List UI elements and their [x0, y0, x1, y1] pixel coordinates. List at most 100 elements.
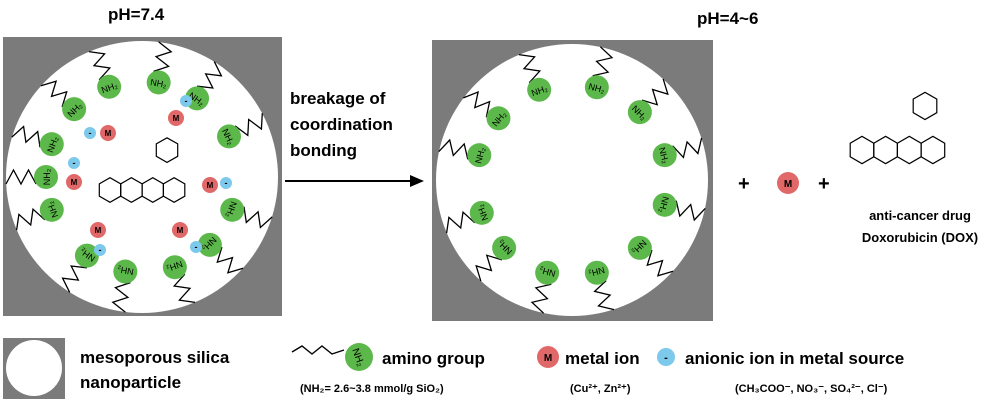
anion-symbol: -: [225, 178, 228, 188]
amino-label: NH₂: [473, 146, 487, 165]
amino-group: [197, 232, 222, 257]
silica-pore-right: [436, 44, 708, 316]
legend: mesoporous silica nanoparticle NH₂ amino…: [3, 338, 904, 399]
drug-label-line-2: Doxorubicin (DOX): [862, 230, 978, 245]
legend-silica-line-2: nanoparticle: [80, 373, 181, 392]
amino-group: [220, 197, 245, 222]
drug-label-line-1: anti-cancer drug: [869, 208, 971, 223]
metal-ion-symbol: M: [95, 226, 102, 235]
metal-ion: [100, 125, 116, 141]
metal-ion: [168, 110, 184, 126]
legend-anion-symbol: -: [664, 352, 668, 364]
amino-chain: [40, 80, 68, 108]
dox-ring: [912, 91, 938, 121]
products: + M + anti-cancer drug Doxorubicin (DOX): [738, 91, 978, 245]
metal-ion: [202, 177, 218, 193]
anion: [84, 127, 96, 139]
anion-symbol: -: [89, 128, 92, 138]
reaction-arrow: breakage of coordination bonding: [285, 89, 424, 187]
amino-group: [162, 255, 187, 280]
amino-chain: [530, 283, 552, 314]
amino-chain: [11, 125, 41, 148]
amino-chain: [675, 200, 706, 222]
ph-label-left: pH=7.4: [108, 5, 165, 24]
amino-group: [185, 86, 210, 111]
legend-anion-icon: [657, 348, 675, 366]
amino-group: [652, 192, 677, 217]
arrow-label-line-1: breakage of: [290, 89, 386, 108]
plus-sign-2: +: [818, 173, 830, 195]
dox-ring: [896, 135, 922, 165]
anion-symbol: -: [99, 245, 102, 255]
anion-symbol: -: [73, 158, 76, 168]
amino-group: [584, 260, 609, 285]
amino-chain: [593, 280, 615, 311]
amino-chain: [5, 168, 37, 186]
amino-group: [467, 143, 492, 168]
legend-metal-label: metal ion: [565, 349, 640, 368]
dox-ring: [920, 135, 946, 165]
amino-chain: [197, 61, 223, 89]
metal-ion-symbol: M: [207, 181, 214, 190]
amino-chain: [518, 53, 542, 84]
amino-chain: [672, 137, 703, 159]
amino-label: NH₂: [657, 146, 671, 165]
amino-chain: [475, 254, 503, 282]
plus-sign-1: +: [738, 173, 750, 195]
amino-chain: [438, 138, 469, 160]
amino-chain: [61, 265, 87, 293]
legend-anion-label: anionic ion in metal source: [685, 349, 904, 368]
metal-ion-symbol: M: [71, 178, 78, 187]
anion: [180, 95, 192, 107]
amino-chain: [88, 50, 112, 81]
amino-chain: [216, 246, 244, 274]
amino-label: NH₂: [657, 195, 671, 214]
amino-chain: [646, 249, 674, 277]
metal-ion-symbol: M: [173, 114, 180, 123]
amino-group: [469, 200, 494, 225]
amino-chain: [592, 46, 614, 77]
anion: [68, 157, 80, 169]
metal-ion-symbol: M: [105, 129, 112, 138]
amino-group: [527, 77, 552, 102]
amino-group: [113, 259, 138, 284]
amino-chain: [111, 281, 131, 313]
amino-chain: [172, 273, 196, 304]
arrow-head: [410, 175, 424, 187]
amino-group: [584, 75, 609, 100]
amino-group: [217, 124, 242, 149]
dox-ring: [155, 137, 179, 164]
amino-chain: [234, 113, 263, 137]
amino-label: NH₂: [538, 265, 557, 279]
legend-amino-note: (NH₂= 2.6~3.8 mmol/g SiO₂): [300, 383, 444, 395]
amino-group: [627, 235, 652, 260]
legend-amino-icon: [345, 343, 373, 371]
amino-group: [627, 100, 652, 125]
amino-chain: [641, 78, 669, 106]
amino-group: [492, 235, 517, 260]
metal-ion: [172, 222, 188, 238]
metal-ion: [777, 172, 799, 194]
amino-chain: [15, 207, 46, 231]
amino-chain: [463, 90, 491, 118]
amino-label: NH₂: [42, 168, 52, 185]
metal-ion-symbol: M: [784, 179, 792, 190]
amino-group: [97, 74, 122, 99]
legend-metal-note: (Cu²⁺, Zn²⁺): [570, 383, 631, 395]
legend-metal-icon: [537, 346, 559, 368]
metal-ion-symbol: M: [177, 226, 184, 235]
amino-group: [486, 106, 511, 131]
legend-metal-symbol: M: [544, 353, 552, 364]
legend-silica-line-1: mesoporous silica: [80, 348, 230, 367]
metal-ion: [66, 174, 82, 190]
amino-group: [39, 197, 64, 222]
amino-group: [34, 165, 58, 189]
amino-group: [39, 132, 64, 157]
amino-label: NH₂: [116, 264, 134, 277]
amino-chain: [445, 210, 476, 234]
legend-amino-chain: [291, 345, 345, 355]
dox-ring: [849, 135, 875, 165]
